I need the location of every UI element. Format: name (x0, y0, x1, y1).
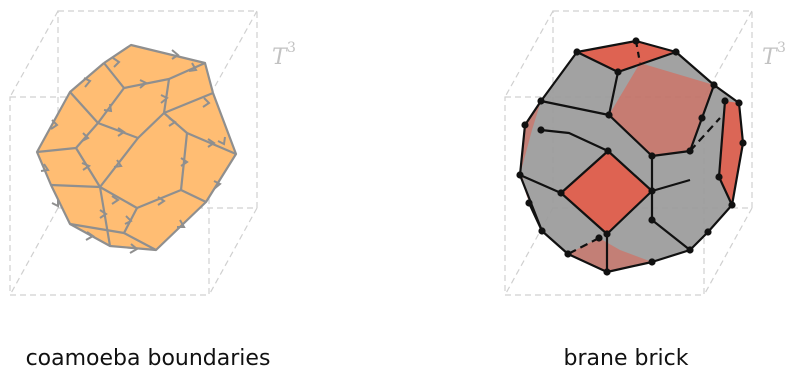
brane-brick-panel: T 3 (504, 10, 786, 296)
svg-text:T: T (272, 45, 289, 70)
torus-label-left: T 3 (272, 40, 296, 70)
brick-vertices (516, 37, 747, 276)
coamoeba-region (37, 45, 236, 250)
edge-direction-arrows (40, 49, 226, 254)
caption-coamoeba: coamoeba boundaries (25, 346, 271, 371)
svg-text:3: 3 (777, 40, 786, 56)
coamoeba-boundary-edges (35, 43, 238, 252)
torus-label-right: T 3 (762, 40, 786, 70)
svg-text:T: T (762, 45, 779, 70)
svg-text:3: 3 (287, 40, 296, 56)
coamoeba-panel: T 3 (9, 10, 296, 296)
caption-brane-brick: brane brick (563, 346, 689, 371)
